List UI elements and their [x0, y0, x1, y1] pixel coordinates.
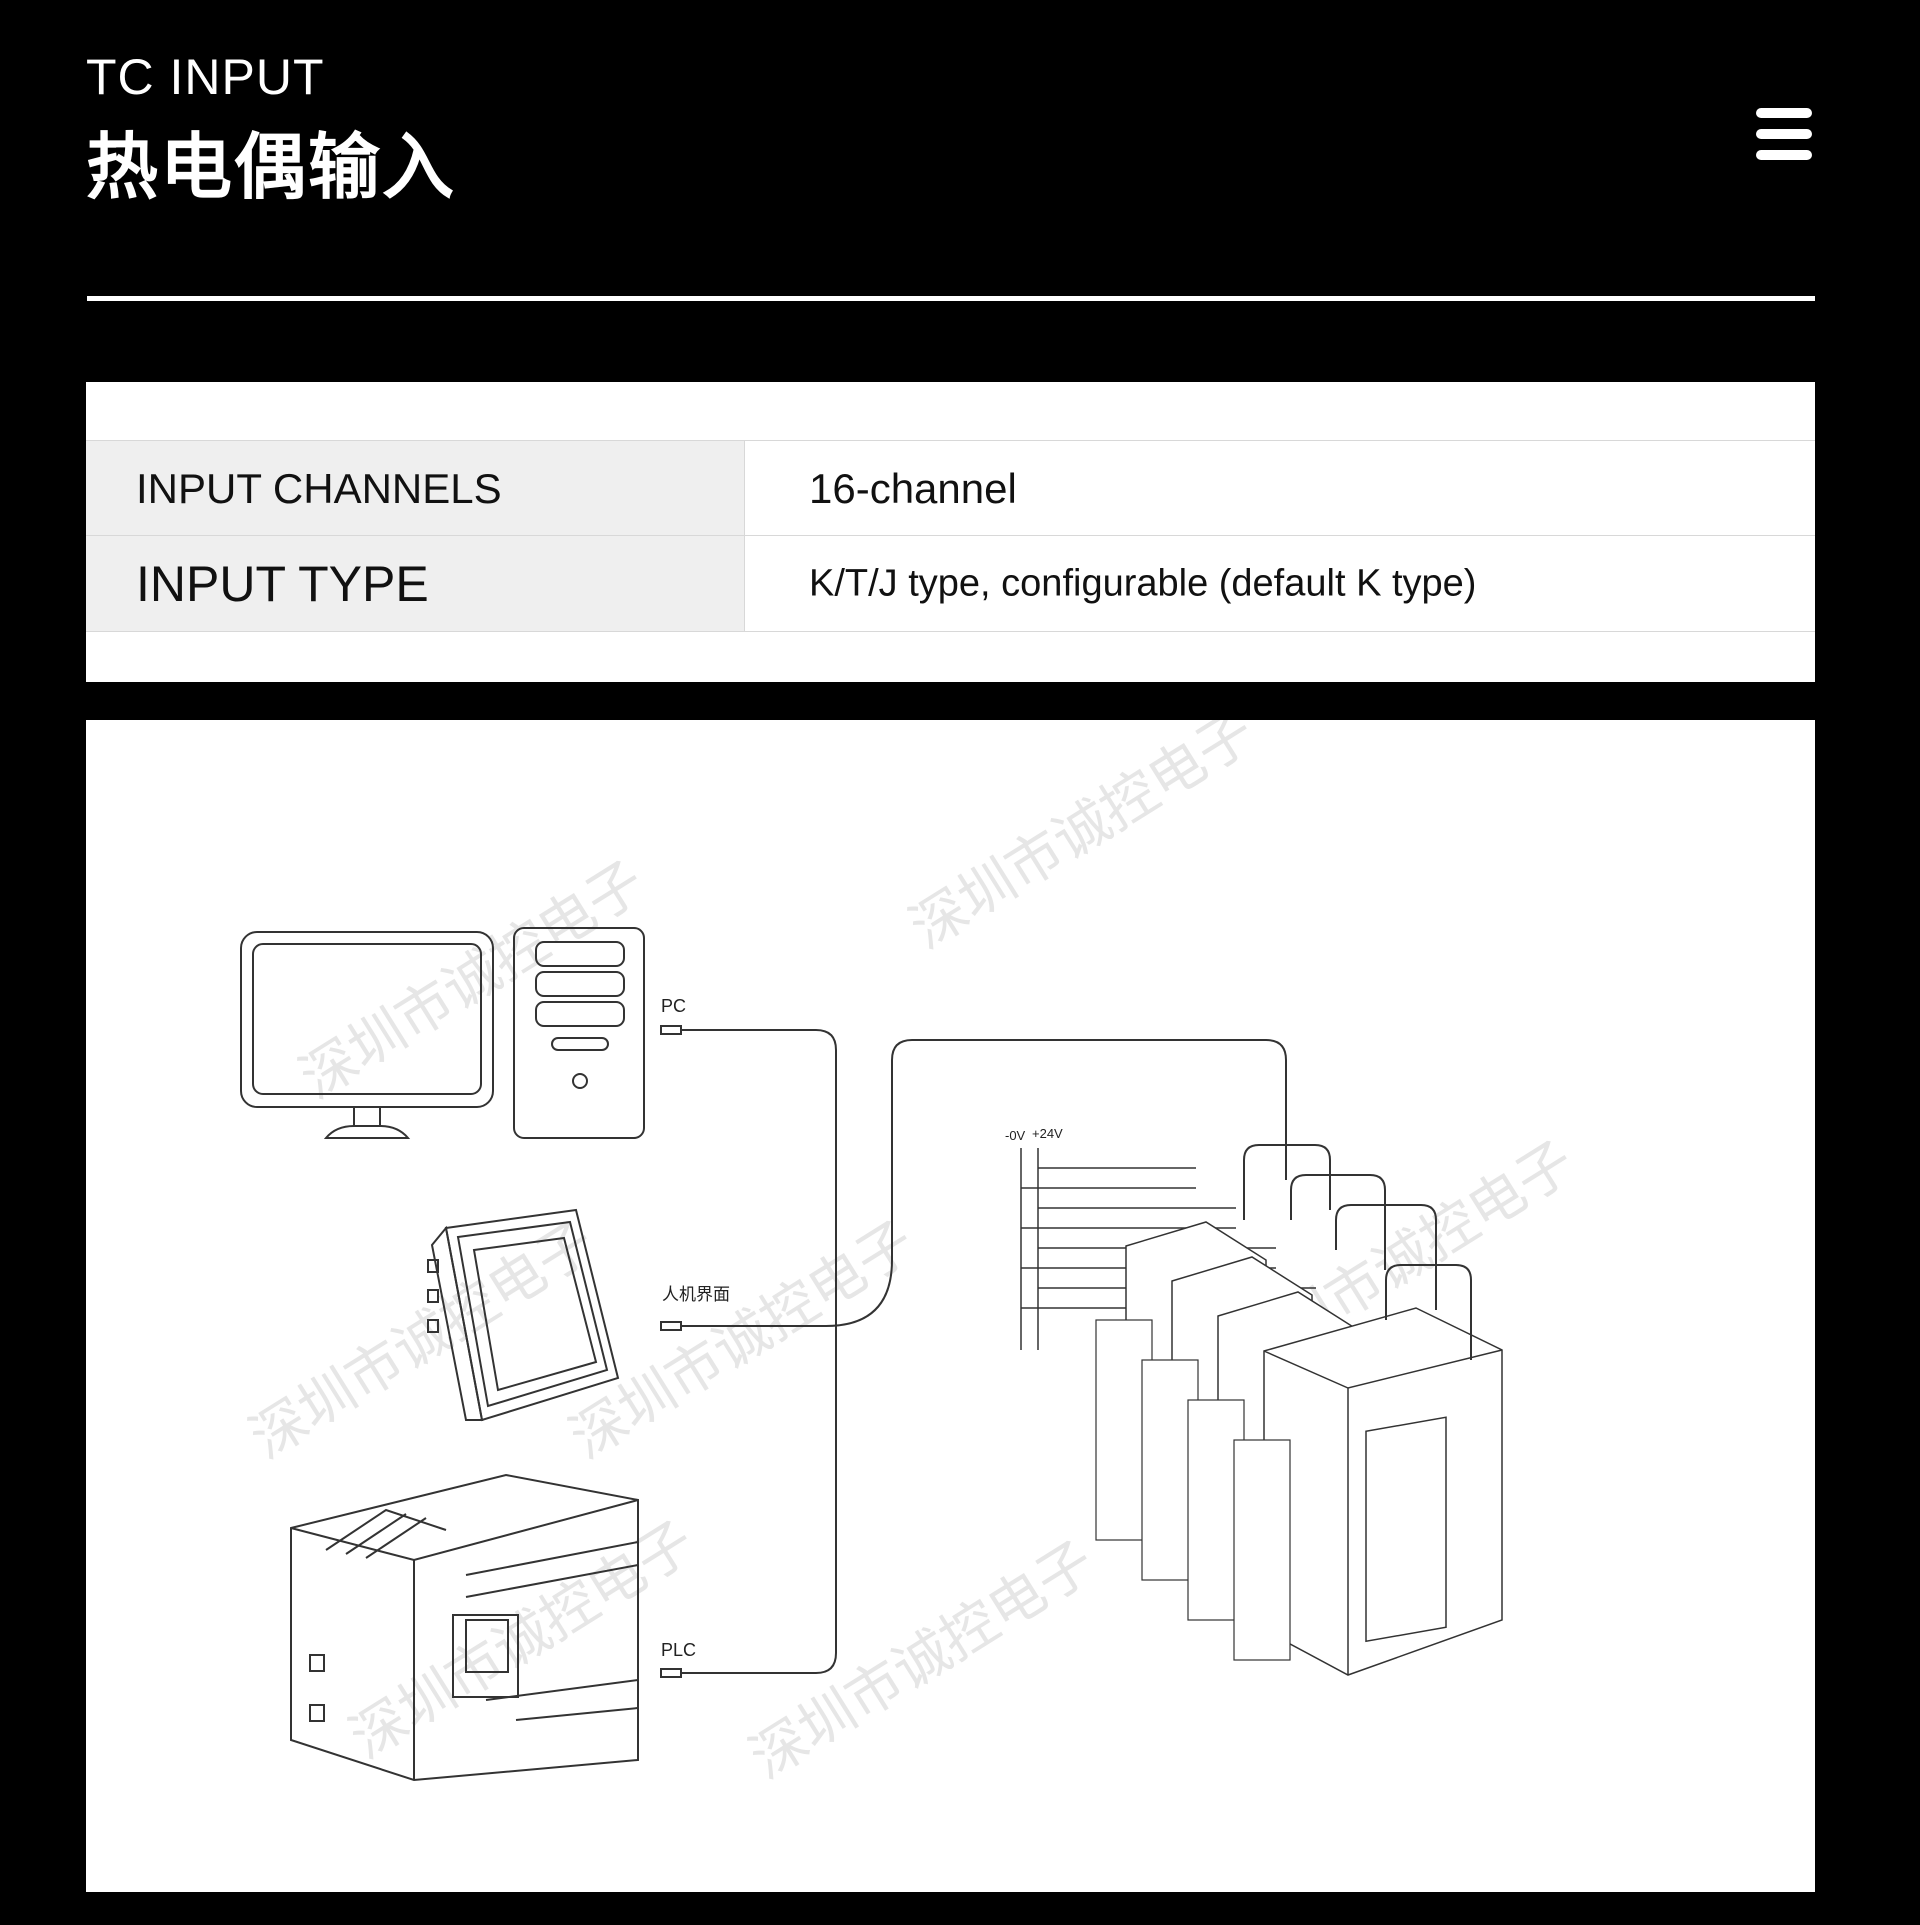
hamburger-menu-icon[interactable] [1756, 108, 1814, 160]
spec-key: INPUT TYPE [136, 555, 429, 612]
spec-row-type: INPUT TYPE K/T/J type, configurable (def… [86, 535, 1815, 632]
page-subtitle: TC INPUT [86, 49, 325, 105]
wiring-diagram: 深圳市诚控电子 深圳市诚控电子 深圳市诚控电子 深圳市诚控电子 深圳市诚控电子 … [86, 720, 1815, 1892]
plc-label: PLC [661, 1640, 697, 1660]
watermark-text: 深圳市诚控电子 [899, 720, 1266, 962]
spec-key-cell: INPUT TYPE [86, 536, 745, 631]
hmi-label: 人机界面 [662, 1285, 730, 1305]
plus-24v-label: +24V [1032, 1126, 1063, 1141]
header-divider [87, 296, 1815, 301]
spec-value-cell: 16-channel [745, 441, 1815, 536]
menu-bar [1756, 108, 1812, 118]
spec-value: 16-channel [809, 464, 1017, 512]
spec-table: INPUT CHANNELS 16-channel INPUT TYPE K/T… [86, 382, 1815, 682]
thermocouple-leads [1243, 1144, 1472, 1360]
menu-bar [1756, 150, 1812, 160]
diagram-svg: 深圳市诚控电子 深圳市诚控电子 深圳市诚控电子 深圳市诚控电子 深圳市诚控电子 … [239, 720, 1586, 1792]
hmi-icon [427, 1208, 620, 1422]
pc-monitor-icon [240, 931, 494, 1139]
watermark-text: 深圳市诚控电子 [559, 1209, 926, 1472]
spec-value-cell: K/T/J type, configurable (default K type… [745, 536, 1815, 631]
terminal-blocks [1095, 1319, 1291, 1661]
spec-key-cell: INPUT CHANNELS [86, 441, 745, 536]
watermark-text: 深圳市诚控电子 [339, 1509, 706, 1772]
spec-value: K/T/J type, configurable (default K type… [809, 562, 1477, 604]
watermark-text: 深圳市诚控电子 [739, 1529, 1106, 1792]
watermark-text: 深圳市诚控电子 [239, 1209, 606, 1472]
spec-row-channels: INPUT CHANNELS 16-channel [86, 440, 1815, 536]
menu-bar [1756, 129, 1812, 139]
pc-label: PC [661, 996, 687, 1016]
page-title: 热电偶输入 [86, 125, 457, 209]
plc-icon [290, 1473, 639, 1782]
minus-0v-label: -0V [1005, 1128, 1026, 1143]
spec-key: INPUT CHANNELS [136, 464, 502, 512]
cable-lines [660, 1025, 1287, 1678]
watermark-text: 深圳市诚控电子 [289, 849, 656, 1112]
pc-tower-icon [513, 927, 645, 1139]
